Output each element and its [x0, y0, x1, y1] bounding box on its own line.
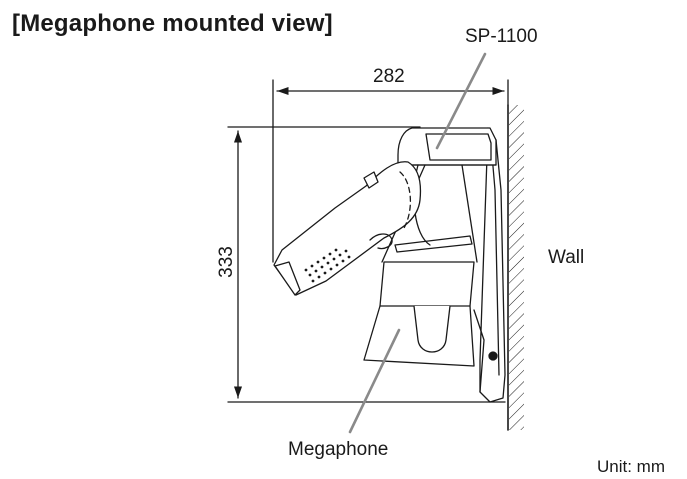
wall [507, 104, 524, 431]
megaphone-handheld [273, 161, 422, 296]
wall-label: Wall [548, 247, 585, 268]
product-leader-line [435, 52, 487, 150]
width-label: 282 [373, 66, 405, 87]
diagram-title: [Megaphone mounted view] [12, 10, 333, 37]
megaphone-label: Megaphone [288, 439, 389, 460]
height-dimension [227, 126, 506, 403]
megaphone-leader-line [348, 328, 401, 434]
height-label: 333 [216, 246, 237, 278]
megaphone-bell [363, 261, 485, 393]
wall-bracket [479, 127, 506, 403]
bracket-head [397, 127, 497, 166]
unit-label: Unit: mm [597, 457, 665, 476]
product-label: SP-1100 [465, 26, 538, 47]
